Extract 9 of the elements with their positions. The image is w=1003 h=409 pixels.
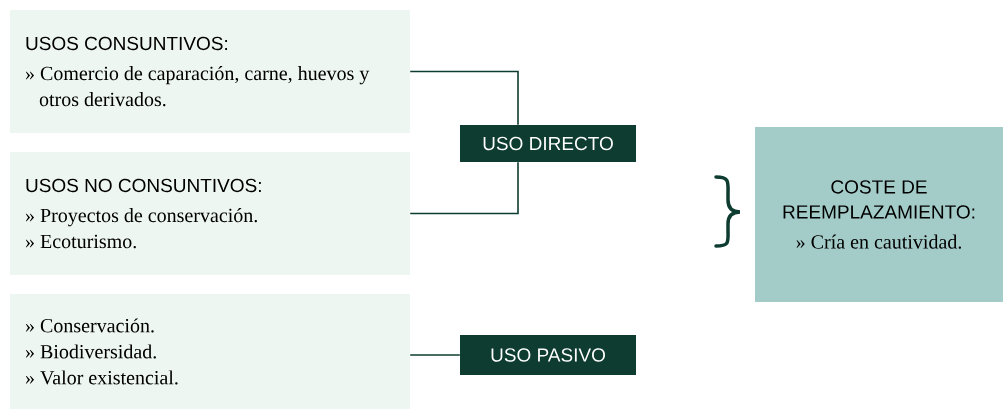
category-box: USOS NO CONSUNTIVOS: » Proyectos de conservación. » Ecoturismo. — [10, 152, 410, 275]
label-box: USO DIRECTO — [460, 125, 636, 162]
category-box: USOS CONSUNTIVOS: » Comercio de caparación, carne, huevos y otros derivados. — [10, 10, 410, 133]
connector-line — [409, 70, 519, 126]
connector-line — [409, 161, 519, 215]
category-box: » Conservación. » Biodiversidad. » Valor existencial. — [10, 294, 410, 409]
connector-line — [409, 354, 461, 356]
label-box: USO PASIVO — [460, 335, 636, 375]
result-box: COSTE DE REEMPLAZAMIENTO: » Cría en cautividad. — [755, 127, 1003, 302]
